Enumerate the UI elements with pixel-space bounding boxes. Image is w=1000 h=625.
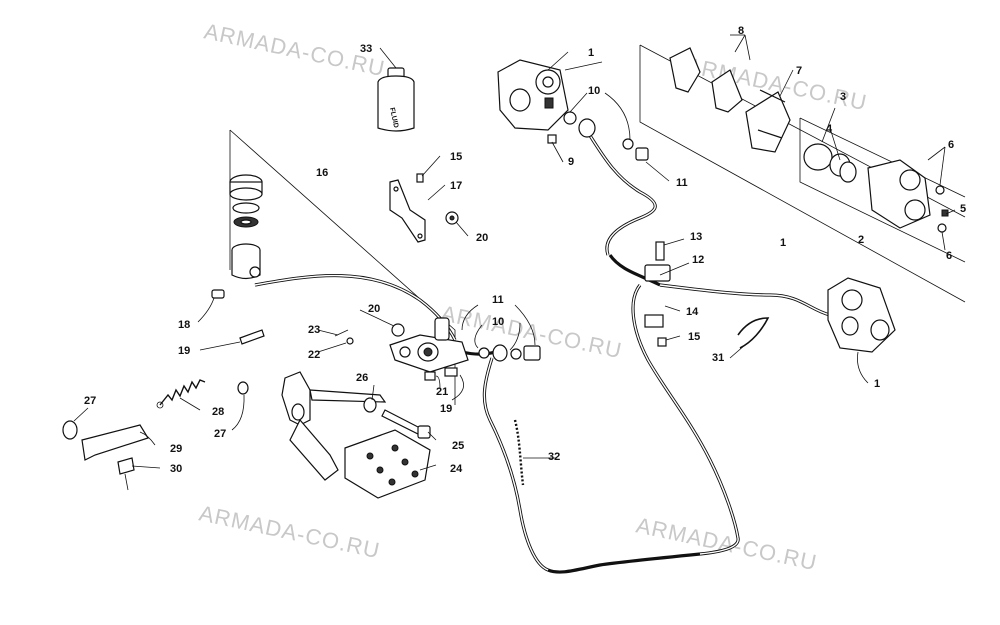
callout-21: 21 — [436, 386, 448, 398]
callout-5: 5 — [960, 203, 966, 215]
hose-guard — [513, 419, 525, 486]
fluid-bottle: FLUID — [377, 67, 415, 132]
pedal-plate — [344, 429, 431, 499]
watermark-bottom-right: ARMADA-CO.RU — [634, 512, 820, 575]
hose-clamp — [737, 317, 770, 349]
callout-4: 4 — [826, 123, 833, 135]
small-hardware — [211, 173, 459, 345]
callout-15-upper: 15 — [450, 151, 462, 163]
callout-19-left: 19 — [178, 345, 190, 357]
caliper-lower — [827, 277, 896, 353]
callout-19-right: 19 — [440, 403, 452, 415]
callout-23: 23 — [308, 324, 320, 336]
callout-10-upper: 10 — [588, 85, 600, 97]
callout-25: 25 — [452, 440, 464, 452]
callout-2: 2 — [858, 234, 864, 246]
callout-10-left: 10 — [492, 316, 504, 328]
pin-and-clip — [334, 329, 354, 345]
callout-30: 30 — [170, 463, 182, 475]
return-spring — [156, 379, 206, 409]
callout-27-left: 27 — [84, 395, 96, 407]
callout-18: 18 — [178, 319, 190, 331]
callout-11-left: 11 — [492, 294, 504, 306]
spring-bracket — [62, 420, 149, 491]
callout-33: 33 — [360, 43, 372, 55]
callout-6-lower: 6 — [946, 250, 952, 262]
banjo-hardware-upper — [563, 111, 649, 161]
fluid-bottle-label: FLUID — [388, 107, 399, 129]
junction-block — [644, 241, 671, 347]
watermark-bottom-left: ARMADA-CO.RU — [197, 500, 383, 563]
callout-7: 7 — [796, 65, 802, 77]
callout-11-upper: 11 — [676, 177, 688, 189]
callout-1-lower: 1 — [874, 378, 880, 390]
leader-lines — [73, 34, 956, 471]
callout-8: 8 — [738, 25, 744, 37]
callout-32: 32 — [548, 451, 560, 463]
callout-24: 24 — [450, 463, 463, 475]
caliper-upper — [497, 59, 569, 144]
reservoir-assembly — [229, 174, 263, 280]
callout-15-lower: 15 — [688, 331, 700, 343]
brake-pedal — [237, 371, 387, 481]
callout-3: 3 — [840, 91, 846, 103]
callout-14: 14 — [686, 306, 699, 318]
brake-lines — [254, 127, 831, 574]
master-cylinder — [389, 317, 469, 381]
callout-20-upper: 20 — [476, 232, 488, 244]
callout-6-upper: 6 — [948, 139, 954, 151]
callout-29: 29 — [170, 443, 182, 455]
callout-labels: 33 15 17 16 20 18 19 20 23 22 21 19 11 1… — [84, 25, 966, 475]
callout-1-upper: 1 — [588, 47, 594, 59]
callout-20-lower: 20 — [368, 303, 380, 315]
caliper-exploded — [669, 47, 949, 233]
pedal-pivot-bolt — [381, 409, 431, 439]
callout-28: 28 — [212, 406, 224, 418]
callout-31: 31 — [712, 352, 724, 364]
callout-1-middle: 1 — [780, 237, 786, 249]
callout-27-right: 27 — [214, 428, 226, 440]
banjo-hardware-left — [478, 344, 541, 362]
callout-26: 26 — [356, 372, 368, 384]
callout-9: 9 — [568, 156, 574, 168]
callout-12: 12 — [692, 254, 704, 266]
callout-17: 17 — [450, 180, 462, 192]
callout-22: 22 — [308, 349, 320, 361]
reservoir-bracket — [389, 179, 426, 243]
callout-16: 16 — [316, 167, 328, 179]
callout-13: 13 — [690, 231, 702, 243]
